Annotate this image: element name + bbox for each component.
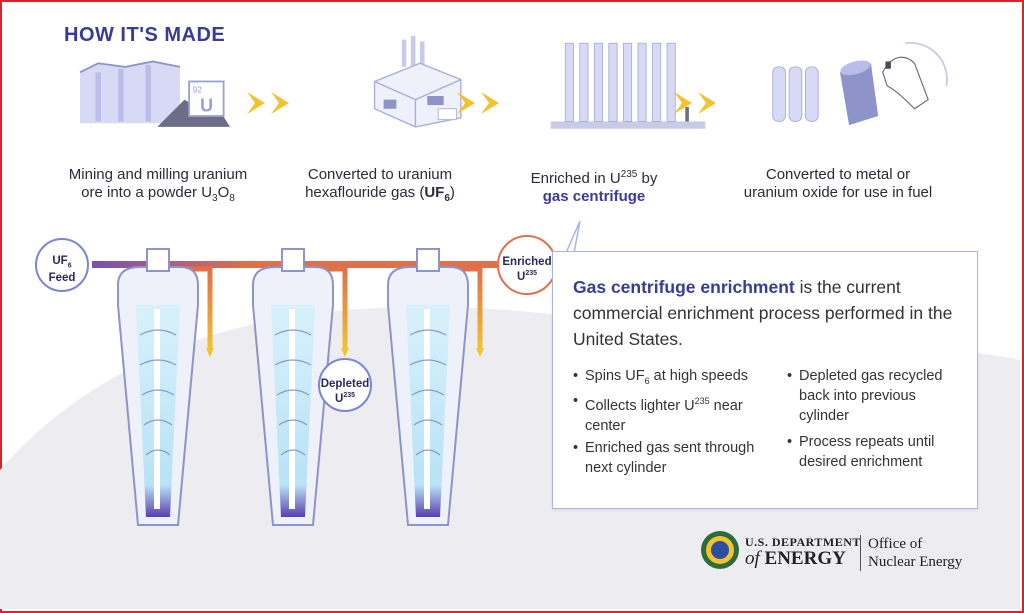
logo-divider bbox=[860, 535, 861, 571]
arrow-icon bbox=[247, 92, 289, 114]
caption-fuel: Converted to metal or uranium oxide for … bbox=[743, 166, 933, 201]
agency-name-line2: of ENERGY bbox=[745, 548, 846, 569]
callout-pointer bbox=[565, 220, 581, 254]
info-panel: Gas centrifuge enrichment is the current… bbox=[552, 251, 978, 509]
bullet-enriched-gas: Enriched gas sent through next cylinder bbox=[573, 438, 755, 478]
centrifuge-hall-icon bbox=[550, 42, 706, 129]
agency-name-line1: U.S. DEPARTMENT bbox=[745, 535, 861, 549]
element-number: 92 bbox=[193, 85, 203, 94]
depleted-badge bbox=[318, 358, 372, 412]
bullet-depleted-gas: Depleted gas recycled back into previous… bbox=[787, 366, 959, 426]
bullet-spins: Spins UF6 at high speeds bbox=[573, 366, 775, 391]
arrow-icon bbox=[674, 92, 716, 114]
fuel-pellet-icon bbox=[772, 41, 948, 126]
caption-mining: Mining and milling uranium ore into a po… bbox=[68, 166, 248, 204]
element-symbol: U bbox=[200, 95, 213, 115]
doe-seal-icon bbox=[701, 531, 739, 569]
caption-enrichment: Enriched in U235 by gas centrifuge bbox=[530, 169, 658, 205]
centrifuge-diagram bbox=[35, 235, 557, 526]
bullet-process-repeats: Process repeats until desired enrichment bbox=[787, 432, 959, 472]
conversion-plant-icon bbox=[373, 36, 462, 128]
arrow-icon bbox=[457, 92, 499, 114]
uf6-feed-badge bbox=[35, 238, 89, 292]
caption-conversion: Converted to uranium hexaflouride gas (U… bbox=[305, 166, 455, 204]
info-lead: Gas centrifuge enrichment is the current… bbox=[573, 277, 953, 349]
page-title: HOW IT'S MADE bbox=[64, 24, 226, 46]
mining-icon: 92 U bbox=[79, 60, 230, 127]
bullet-collects: Collects lighter U235 near center bbox=[573, 391, 755, 436]
gas-centrifuge-link: gas centrifuge bbox=[542, 188, 646, 205]
